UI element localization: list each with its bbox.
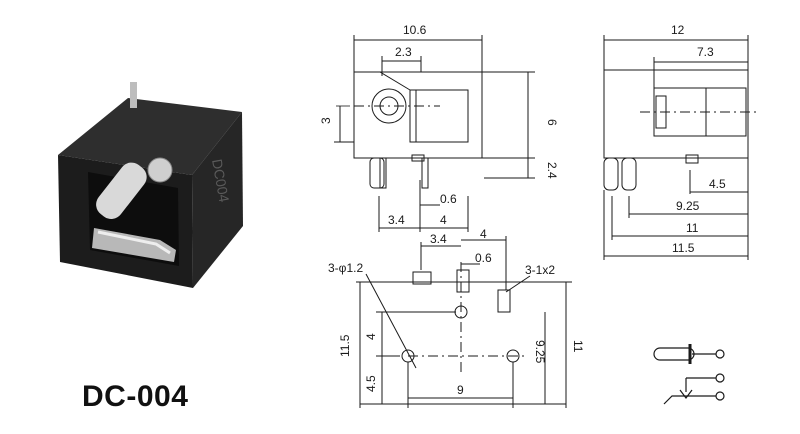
- dim-side-barrel-length: 7.3: [697, 45, 714, 59]
- dim-front-jack-offset: 2.3: [395, 45, 412, 59]
- front-view-drawing: [334, 35, 535, 232]
- side-view-drawing: [603, 35, 760, 260]
- dim-pcb-right-inner: 9.25: [533, 340, 547, 364]
- dim-pcb-bottom-offset: 4.5: [364, 375, 378, 392]
- dim-side-pin-a: 4.5: [709, 177, 726, 191]
- dim-pcb-top-left: 3.4: [430, 232, 447, 246]
- dim-front-height: 6: [545, 119, 559, 126]
- dim-pcb-height-inner: 4: [364, 333, 378, 340]
- dim-front-center-height: 3: [319, 117, 333, 124]
- dim-front-pin-length: 2.4: [545, 162, 559, 179]
- dim-front-pin-thickness: 0.6: [440, 192, 457, 206]
- note-hole-size: 3-φ1.2: [328, 261, 363, 275]
- model-title: DC-004: [82, 380, 189, 413]
- dim-pcb-height-left: 11.5: [338, 334, 352, 357]
- dim-side-overall: 11.5: [672, 241, 695, 255]
- connector-photo: DC004: [58, 82, 243, 288]
- dim-pcb-hole-spacing: 9: [457, 383, 464, 397]
- dim-side-pin-b: 9.25: [676, 199, 700, 213]
- dim-side-depth: 12: [671, 23, 685, 37]
- body-marking: DC004: [209, 158, 232, 204]
- dim-pcb-top-right: 4: [480, 227, 487, 241]
- pcb-layout-drawing: [356, 236, 572, 408]
- dim-pcb-slot-width: 0.6: [475, 251, 492, 265]
- note-slot-size: 3-1x2: [525, 263, 555, 277]
- dim-front-spacing-left: 3.4: [388, 213, 405, 227]
- jack-schematic-icon: [653, 344, 725, 405]
- dim-front-spacing-right: 4: [440, 213, 447, 227]
- dim-front-width: 10.6: [403, 23, 427, 37]
- dim-side-pin-c: 11: [686, 221, 699, 235]
- dim-pcb-right-outer: 11: [571, 340, 585, 353]
